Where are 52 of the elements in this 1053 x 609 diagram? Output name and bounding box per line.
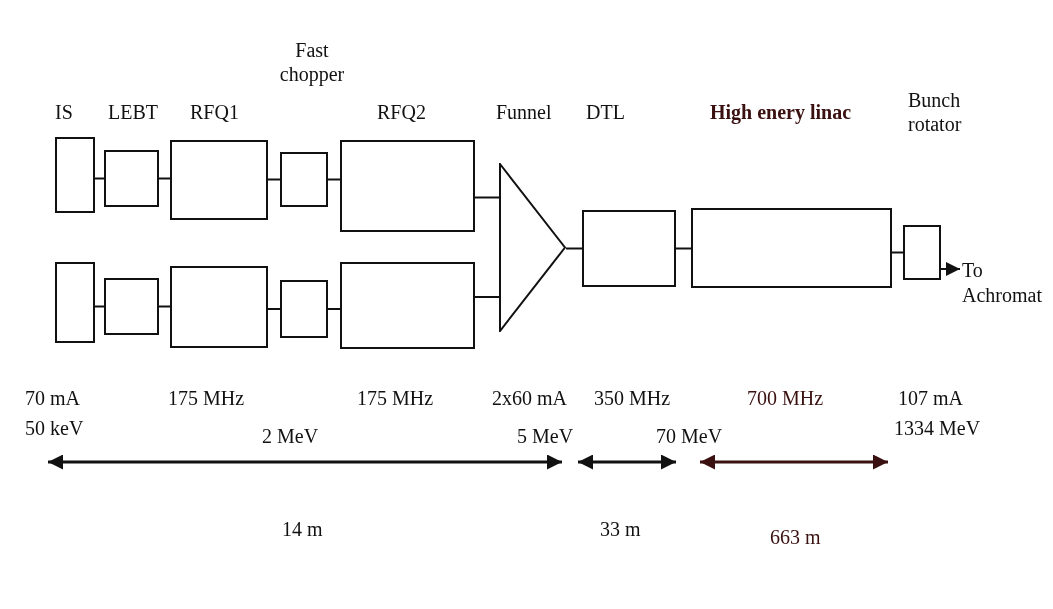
component-box bbox=[104, 278, 159, 335]
connector-line bbox=[474, 296, 500, 298]
length-label: 14 m bbox=[282, 517, 323, 541]
arrow bbox=[940, 262, 961, 276]
destination-label: To Achromat bbox=[961, 258, 1043, 308]
length-label: 33 m bbox=[600, 517, 641, 541]
component-box bbox=[691, 208, 892, 288]
component-box bbox=[55, 262, 95, 343]
beam-parameter: 70 MeV bbox=[656, 424, 723, 448]
connector-line bbox=[474, 196, 500, 199]
connector-line bbox=[158, 177, 171, 180]
connector-line bbox=[891, 251, 904, 254]
component-box bbox=[280, 152, 328, 207]
column-heading: Bunch rotator bbox=[908, 88, 963, 136]
length-label: 663 m bbox=[770, 525, 821, 549]
beam-parameter: 1334 MeV bbox=[894, 416, 981, 440]
component-box bbox=[104, 150, 159, 207]
component-box bbox=[340, 262, 475, 349]
component-box bbox=[582, 210, 676, 287]
column-heading: Fast chopper bbox=[278, 38, 346, 86]
connector-line bbox=[94, 305, 105, 308]
column-heading: RFQ2 bbox=[377, 100, 426, 124]
beam-parameter: 350 MHz bbox=[594, 386, 671, 410]
connector-line bbox=[675, 247, 692, 250]
column-heading: LEBT bbox=[108, 100, 158, 124]
beam-parameter: 50 keV bbox=[25, 416, 84, 440]
beam-parameter: 700 MHz bbox=[747, 386, 824, 410]
component-box bbox=[55, 137, 95, 213]
component-box bbox=[340, 140, 475, 232]
beam-parameter: 5 MeV bbox=[517, 424, 574, 448]
connector-line bbox=[565, 247, 583, 250]
connector-line bbox=[267, 308, 281, 310]
connector-line bbox=[267, 178, 281, 181]
beam-parameter: 70 mA bbox=[25, 386, 80, 410]
connector-line bbox=[327, 308, 341, 310]
connector-line bbox=[327, 178, 341, 181]
column-heading: DTL bbox=[586, 100, 625, 124]
beam-parameter: 175 MHz bbox=[357, 386, 434, 410]
column-heading: RFQ1 bbox=[190, 100, 239, 124]
beam-parameter: 2x60 mA bbox=[492, 386, 567, 410]
beam-parameter: 175 MHz bbox=[168, 386, 245, 410]
column-heading: Funnel bbox=[496, 100, 552, 124]
beam-parameter: 2 MeV bbox=[262, 424, 319, 448]
column-heading: High enery linac bbox=[710, 100, 852, 124]
column-heading: IS bbox=[55, 100, 73, 124]
component-box bbox=[170, 140, 268, 220]
connector-line bbox=[158, 305, 171, 308]
beam-parameter: 107 mA bbox=[898, 386, 963, 410]
connector-line bbox=[94, 177, 105, 180]
component-box bbox=[170, 266, 268, 348]
component-box bbox=[903, 225, 941, 280]
component-box bbox=[280, 280, 328, 338]
